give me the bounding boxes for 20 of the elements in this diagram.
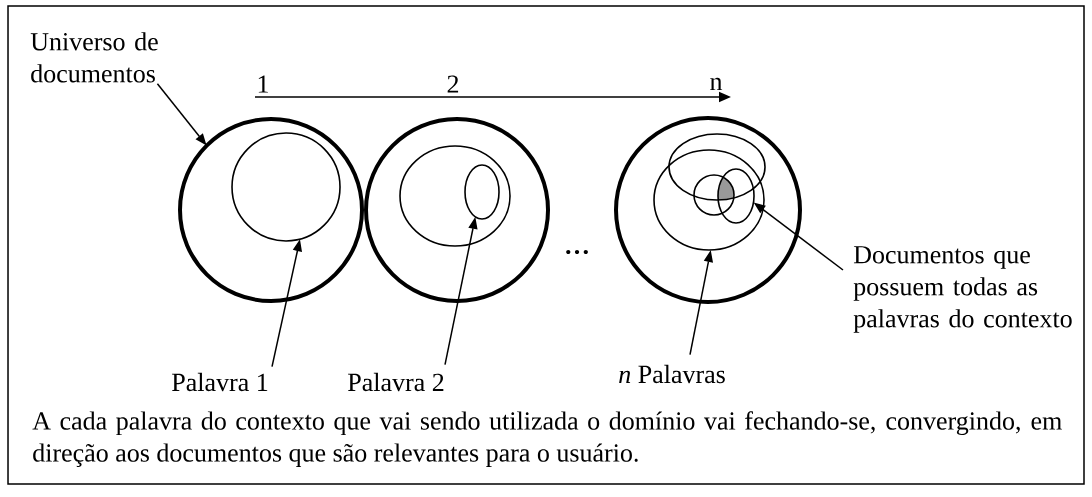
text-label: Universo de documentos bbox=[30, 32, 158, 83]
text-label: Documentos que possuem todas as palavras do contexto bbox=[853, 246, 1072, 333]
text-label: Palavra 2 bbox=[348, 372, 444, 392]
circle bbox=[178, 117, 364, 303]
ellipse bbox=[653, 149, 765, 251]
text-label: 1 bbox=[258, 75, 268, 93]
ellipse bbox=[668, 133, 766, 201]
text-label: n Palavras bbox=[619, 364, 725, 384]
circle bbox=[364, 117, 550, 303]
text-label: Palavra 1 bbox=[172, 372, 268, 392]
text-label: 2 bbox=[447, 75, 459, 93]
circle bbox=[614, 116, 802, 304]
ellipse bbox=[717, 168, 755, 224]
ellipse bbox=[464, 164, 500, 220]
circle bbox=[693, 174, 735, 216]
circle bbox=[231, 132, 341, 242]
caption: A cada palavra do contexto que vai sendo utilizada o domínio vai fechando-se, convergindo, em direção aos documentos que são relevantes para o usuário. bbox=[32, 411, 1062, 468]
ellipse bbox=[399, 145, 511, 247]
text-label: … bbox=[566, 249, 588, 255]
text-label: n bbox=[710, 77, 723, 91]
